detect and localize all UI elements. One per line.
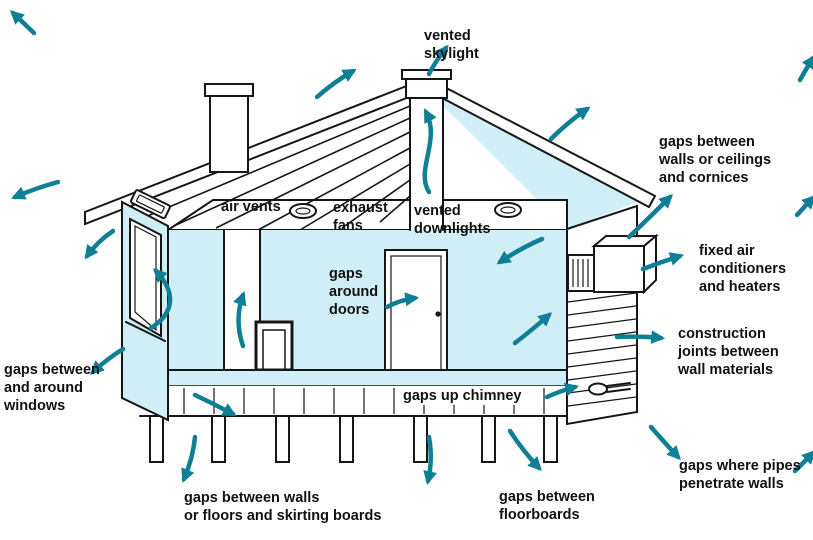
window-sill	[125, 321, 166, 342]
leak-arrow-door	[384, 292, 420, 310]
leak-arrow-window	[148, 267, 173, 331]
leak-arrow-cornice	[626, 194, 673, 240]
leak-arrow-skylight-shaft	[422, 108, 437, 195]
label-gaps-skirting: gaps between walls or floors and skirtin…	[184, 490, 382, 525]
fireplace-opening	[254, 320, 294, 372]
leak-arrow-edge	[792, 450, 813, 474]
label-exhaust-fans: exhaust fans	[333, 200, 388, 235]
label-gaps-doors: gaps around doors	[329, 266, 379, 319]
leak-arrow	[84, 228, 116, 260]
air-conditioner-box	[591, 233, 659, 295]
leak-arrow-edge	[794, 195, 813, 218]
leak-arrow-roof	[548, 106, 591, 142]
downlight-icon	[494, 202, 522, 218]
label-gaps-chimney: gaps up chimney	[400, 387, 525, 406]
leak-arrow-joints	[614, 330, 666, 345]
label-gaps-cornices: gaps between walls or ceilings and corni…	[659, 134, 772, 187]
leak-arrow	[11, 179, 61, 200]
door-knob-icon	[435, 311, 441, 317]
left-wall	[121, 189, 171, 422]
house-structure	[84, 69, 659, 463]
leak-arrow-ceiling	[496, 236, 545, 265]
leak-arrow-skirting	[192, 392, 237, 417]
leak-arrow-aircon	[640, 252, 684, 272]
pipe-icon	[588, 382, 631, 396]
weatherboards	[567, 292, 637, 407]
leak-arrow-roof	[314, 68, 357, 100]
label-air-vents: air vents	[221, 199, 281, 215]
leak-arrow-pipe	[544, 382, 580, 400]
label-fixed-aircon: fixed air conditioners and heaters	[699, 243, 787, 296]
leak-arrow-edge	[797, 54, 813, 83]
label-vented-skylight: vented skylight	[424, 28, 479, 63]
right-wall	[566, 204, 659, 426]
leak-arrow-skylight	[426, 44, 449, 77]
leak-arrow-skirting	[181, 434, 198, 483]
label-gaps-floorboards: gaps between floorboards	[499, 489, 595, 524]
eave-air-vent-icon	[129, 189, 171, 220]
label-gaps-pipes: gaps where pipes penetrate walls	[679, 458, 801, 493]
skylight-cap	[401, 69, 452, 80]
label-construction-joints: construction joints between wall materia…	[678, 326, 779, 379]
label-gaps-windows: gaps between and around windows	[4, 362, 100, 415]
label-vented-downlights: vented downlights	[414, 203, 491, 238]
chimney-stack	[204, 83, 254, 173]
leak-arrow-chimney	[233, 291, 247, 349]
leak-arrow-floor	[423, 434, 437, 486]
floor-stumps	[149, 415, 558, 463]
leak-arrow-wall	[512, 312, 553, 346]
window	[129, 217, 162, 338]
wall-grille-icon	[567, 254, 595, 292]
leak-arrow-floorboards	[507, 428, 542, 472]
leak-arrow-pipes	[648, 424, 681, 461]
leak-arrow	[9, 10, 37, 36]
exhaust-fan-icon	[289, 203, 317, 219]
leak-arrows	[9, 10, 813, 486]
leak-arrow	[89, 346, 126, 375]
door	[384, 249, 448, 371]
